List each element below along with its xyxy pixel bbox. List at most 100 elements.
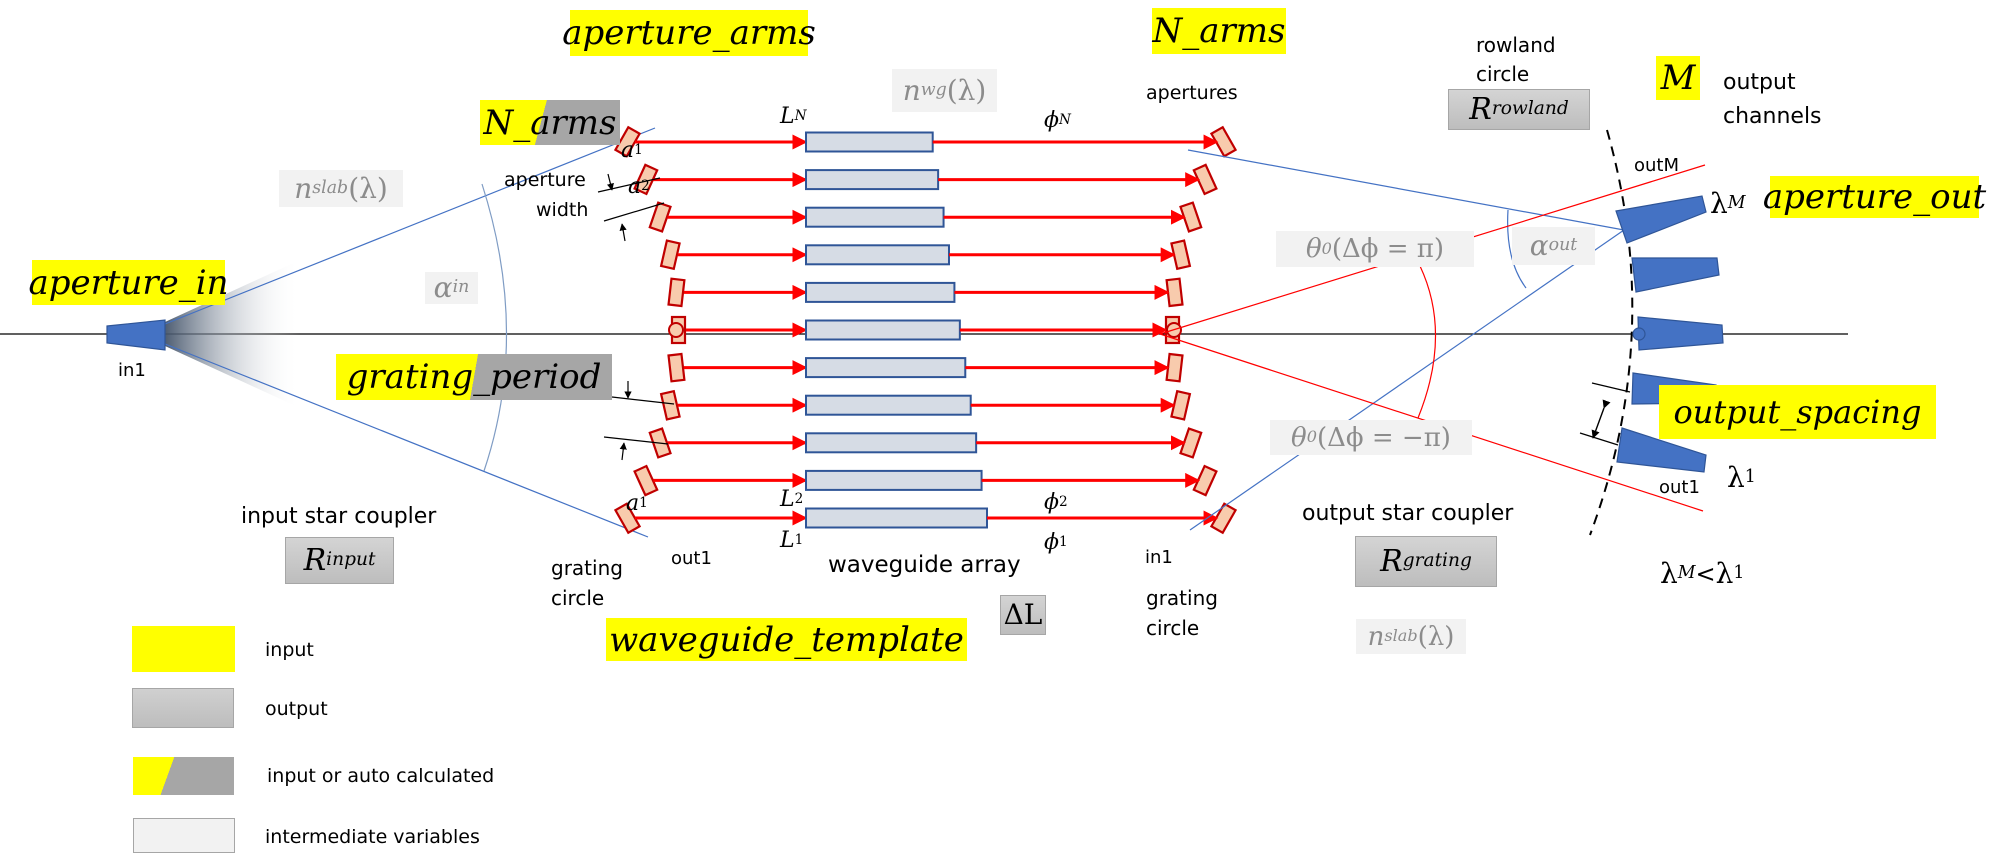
a1-bottom-sub: 1 xyxy=(639,495,648,512)
input-aperture xyxy=(613,125,642,158)
theta-neg-sub: 0 xyxy=(1306,427,1317,447)
legend-swatch-input xyxy=(132,626,235,672)
param-n-arms-split: N_arms xyxy=(480,100,620,145)
output-taper-outM xyxy=(1615,195,1707,244)
a1-top-sub: 1 xyxy=(634,142,643,159)
label-input-star-coupler: input star coupler xyxy=(241,504,437,529)
output-focus-point xyxy=(1632,327,1646,341)
label-out1-left: out1 xyxy=(671,548,712,569)
l-n-sub: N xyxy=(794,108,807,125)
r-grating-sub: grating xyxy=(1402,550,1472,572)
theta-neg-suffix: (Δϕ = −π) xyxy=(1316,422,1451,453)
input-ray-lower xyxy=(164,343,649,538)
n-slab-out-base: n xyxy=(1367,621,1385,652)
lambda-rel-a: λ xyxy=(1660,557,1678,590)
alpha-out-sub: out xyxy=(1548,235,1578,256)
output-aperture xyxy=(1165,352,1184,383)
output-spacing-line-2 xyxy=(1579,432,1619,446)
lambda-m-sub: M xyxy=(1727,193,1746,214)
theta-neg-base: θ xyxy=(1291,422,1307,453)
n-slab-out-suffix: (λ) xyxy=(1417,621,1455,652)
param-waveguide-template: waveguide_template xyxy=(606,618,967,661)
output-ray-lower xyxy=(1189,229,1625,531)
waveguide-section xyxy=(805,281,956,303)
r-grating-base: R xyxy=(1380,543,1403,579)
r-rowland-base: R xyxy=(1469,91,1492,127)
param-output-spacing: output_spacing xyxy=(1659,385,1936,439)
label-waveguide-array: waveguide array xyxy=(828,552,1021,578)
n-slab-in-base: n xyxy=(294,171,313,205)
phi-n-sub: N xyxy=(1059,112,1071,129)
label-grating-circle-left-2: circle xyxy=(551,586,605,610)
waveguide-section xyxy=(805,432,978,454)
waveguide-section xyxy=(805,357,967,379)
label-rowland-2: circle xyxy=(1476,62,1530,86)
label-in1-right: in1 xyxy=(1145,547,1173,568)
legend-swatch-intermediate xyxy=(133,818,235,853)
theta-pos-sub: 0 xyxy=(1321,238,1332,258)
lambda-1-base: λ xyxy=(1727,461,1745,494)
waveguide-section xyxy=(805,394,972,416)
lambda-1-sub: 1 xyxy=(1744,467,1756,488)
legend-label-input: input xyxy=(265,639,314,661)
label-rowland-1: rowland xyxy=(1476,33,1556,57)
label-apertures: apertures xyxy=(1146,82,1238,104)
a1-bottom-base: a xyxy=(626,491,640,516)
aperture-width-arrow-1 xyxy=(606,173,614,191)
input-aperture xyxy=(633,464,659,497)
label-output-channels-2: channels xyxy=(1723,104,1822,129)
l-2-sub: 2 xyxy=(794,491,804,508)
waveguide-section xyxy=(805,244,950,266)
input-aperture xyxy=(667,277,686,308)
grating-period-line-2 xyxy=(603,436,669,445)
label-grating-circle-right-1: grating xyxy=(1146,586,1218,610)
aperture-width-line-2 xyxy=(603,202,665,222)
theta-pos-suffix: (Δϕ = π) xyxy=(1331,234,1445,264)
alpha-out-base: α xyxy=(1529,229,1549,262)
param-aperture-in: aperture_in xyxy=(28,260,229,305)
output-ray-upper xyxy=(1187,149,1625,231)
phi-2-sub: 2 xyxy=(1059,494,1068,511)
a2-base: a xyxy=(628,174,642,199)
n-wg-suffix: (λ) xyxy=(946,73,987,107)
input-aperture xyxy=(659,389,681,421)
a1-top-base: a xyxy=(621,138,635,163)
label-grating-circle-right-2: circle xyxy=(1146,616,1200,640)
label-outM: outM xyxy=(1634,155,1680,176)
label-out1-right: out1 xyxy=(1659,477,1700,498)
input-ray-upper xyxy=(164,127,656,325)
lambda-rel-op: < xyxy=(1695,560,1716,588)
n-slab-out-sub: slab xyxy=(1384,626,1418,646)
param-grating-period: grating_period xyxy=(336,354,612,400)
label-in1-left: in1 xyxy=(118,360,146,381)
input-focus-point xyxy=(668,322,684,338)
n-wg-sub: wg xyxy=(920,79,947,100)
param-m: M xyxy=(1656,56,1700,100)
r-input-sub: input xyxy=(326,549,376,571)
input-aperture xyxy=(633,163,659,196)
grating-period-line-1 xyxy=(611,396,675,405)
lambda-m-base: λ xyxy=(1710,187,1728,220)
l-2-base: L xyxy=(780,487,795,512)
phi-1-sub: 1 xyxy=(1059,534,1068,551)
label-aperture-width-2: width xyxy=(536,199,589,221)
param-aperture-out: aperture_out xyxy=(1762,176,1987,218)
l-n-base: L xyxy=(780,104,795,129)
a2-sub: 2 xyxy=(641,178,650,195)
output-spacing-arrow xyxy=(1591,399,1611,439)
input-aperture xyxy=(613,502,642,535)
theta-arc xyxy=(1417,265,1437,419)
aperture-width-arrow-2 xyxy=(619,223,627,242)
phi-1-base: ϕ xyxy=(1044,530,1059,555)
output-taper-out1 xyxy=(1616,427,1707,473)
